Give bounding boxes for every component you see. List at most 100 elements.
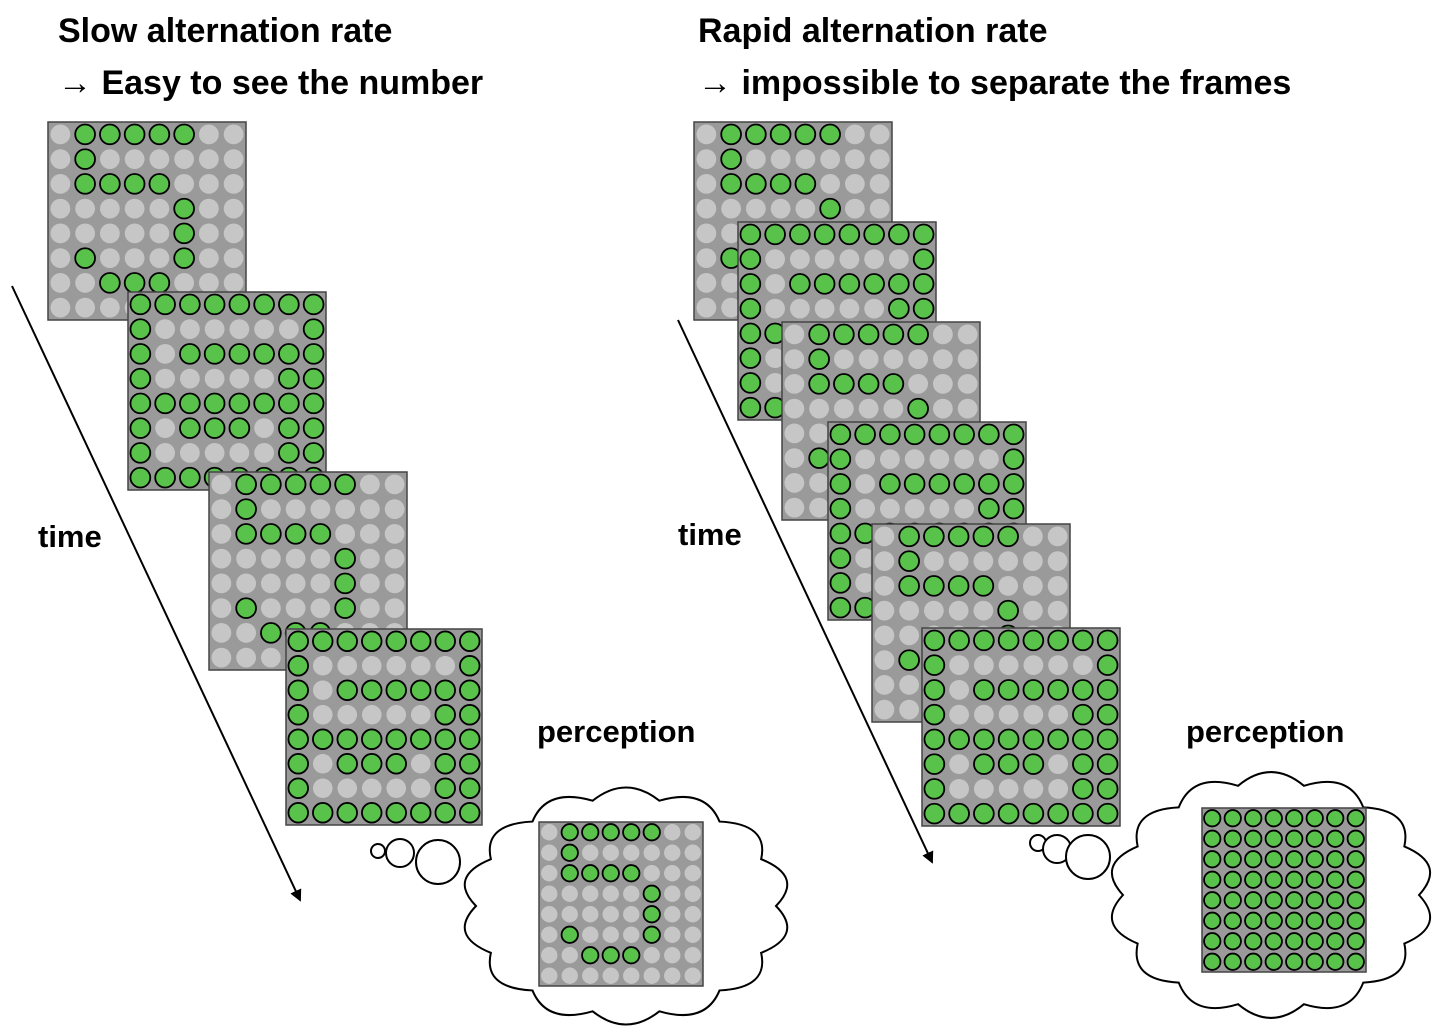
lit-dot: [642, 925, 661, 944]
lit-dot: [302, 343, 325, 365]
lit-dot: [720, 173, 742, 195]
unlit-dot: [410, 704, 431, 725]
lit-dot: [148, 123, 171, 146]
lit-dot: [863, 223, 885, 246]
unlit-dot: [833, 398, 854, 419]
lit-dot: [1244, 932, 1263, 951]
unlit-dot: [765, 273, 786, 294]
lit-dot: [278, 417, 300, 439]
unlit-dot: [337, 778, 358, 799]
lit-dot: [997, 599, 1019, 622]
lit-dot: [361, 753, 383, 775]
lit-dot: [1264, 829, 1283, 848]
unlit-dot: [541, 865, 558, 882]
unlit-dot: [784, 398, 805, 419]
lit-dot: [829, 522, 852, 545]
unlit-dot: [1048, 704, 1069, 725]
unlit-dot: [582, 844, 599, 861]
unlit-dot: [179, 319, 200, 340]
lit-dot: [857, 373, 880, 395]
lit-dot: [334, 473, 356, 496]
unlit-dot: [359, 548, 380, 569]
lit-dot: [1305, 870, 1324, 889]
lit-dot: [923, 679, 946, 701]
lit-dot: [287, 777, 309, 799]
lit-dot: [410, 679, 432, 701]
unlit-dot: [198, 173, 219, 194]
lit-dot: [1223, 829, 1242, 848]
lit-dot: [459, 630, 481, 652]
lit-dot: [1326, 891, 1345, 910]
lit-dot: [129, 417, 152, 439]
lit-dot: [642, 905, 661, 924]
lit-dot: [154, 466, 176, 489]
lit-dot: [1047, 629, 1069, 652]
lit-dot: [581, 823, 600, 842]
lit-dot: [1223, 911, 1242, 930]
unlit-dot: [721, 198, 742, 219]
unlit-dot: [923, 600, 944, 621]
left-frame-1: [47, 121, 247, 321]
unlit-dot: [932, 324, 953, 345]
lit-dot: [898, 550, 920, 572]
unlit-dot: [211, 548, 232, 569]
unlit-dot: [770, 149, 791, 170]
lit-dot: [622, 823, 641, 842]
unlit-dot: [260, 598, 281, 619]
unlit-dot: [795, 149, 816, 170]
unlit-dot: [211, 622, 232, 643]
lit-dot: [361, 630, 383, 652]
unlit-dot: [335, 523, 356, 544]
lit-dot: [287, 630, 309, 652]
unlit-dot: [949, 778, 970, 799]
unlit-dot: [541, 824, 558, 841]
lit-dot: [903, 423, 926, 446]
left-heading-line1: Slow alternation rate: [58, 12, 392, 50]
lit-dot: [1203, 850, 1222, 869]
lit-dot: [99, 173, 121, 195]
unlit-dot: [223, 272, 244, 293]
unlit-dot: [809, 472, 830, 493]
lit-dot: [978, 497, 1000, 520]
lit-dot: [808, 447, 830, 469]
lit-dot: [312, 728, 334, 750]
unlit-dot: [211, 573, 232, 594]
lit-dot: [253, 392, 275, 415]
unlit-dot: [386, 655, 407, 676]
lit-dot: [928, 423, 951, 446]
unlit-dot: [696, 223, 717, 244]
unlit-dot: [1022, 600, 1043, 621]
lit-dot: [560, 925, 579, 944]
unlit-dot: [858, 398, 879, 419]
unlit-dot: [765, 348, 786, 369]
lit-dot: [978, 423, 1000, 446]
lit-dot: [302, 293, 325, 316]
lit-dot: [228, 343, 251, 365]
unlit-dot: [844, 173, 865, 194]
lit-dot: [794, 123, 817, 146]
lit-dot: [179, 417, 201, 439]
unlit-dot: [410, 778, 431, 799]
unlit-dot: [820, 149, 841, 170]
unlit-dot: [155, 343, 176, 364]
lit-dot: [123, 123, 146, 146]
lit-dot: [334, 547, 356, 570]
lit-dot: [302, 442, 325, 464]
lit-dot: [997, 753, 1020, 775]
thought-dot: [415, 839, 461, 885]
unlit-dot: [844, 198, 865, 219]
unlit-dot: [359, 523, 380, 544]
unlit-dot: [814, 298, 835, 319]
lit-dot: [1244, 952, 1263, 971]
unlit-dot: [1023, 778, 1044, 799]
right-frame-6: [921, 627, 1121, 827]
unlit-dot: [149, 149, 170, 170]
unlit-dot: [1023, 704, 1044, 725]
lit-dot: [601, 864, 620, 883]
unlit-dot: [1047, 551, 1068, 572]
lit-dot: [278, 392, 300, 415]
lit-dot: [912, 248, 935, 270]
lit-dot: [833, 373, 855, 395]
unlit-dot: [998, 655, 1019, 676]
unlit-dot: [696, 124, 717, 145]
